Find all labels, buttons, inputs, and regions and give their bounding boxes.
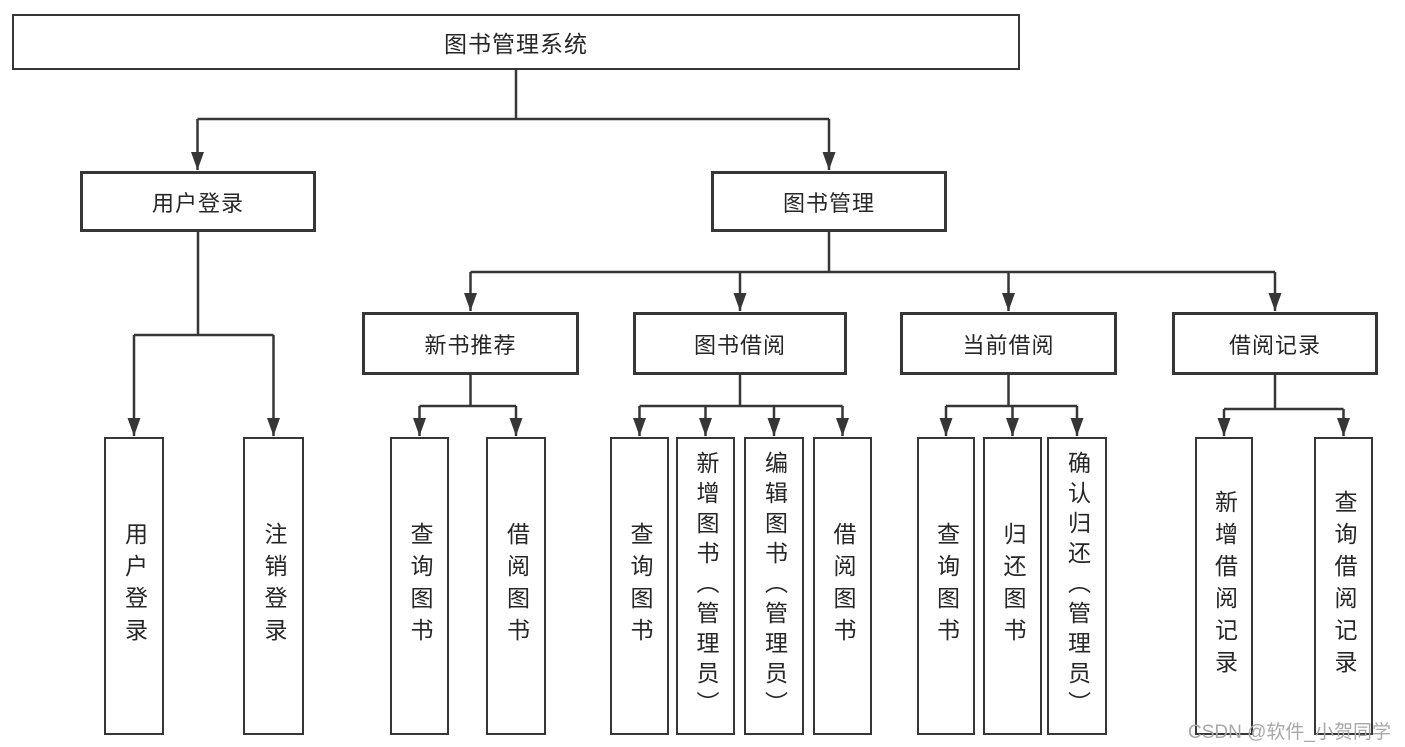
node-label: 用户登录 [151,190,244,216]
leaf-label: 新增图书（管理员） [693,451,719,721]
leaf-borrow-books-recommend: 借阅图书 [486,437,546,735]
leaf-label: 新增借阅记录 [1211,490,1238,682]
leaf-label: 用户登录 [121,522,148,650]
leaf-borrow-books: 借阅图书 [813,437,872,735]
leaf-label: 借阅图书 [830,522,856,650]
leaf-label: 查询借阅记录 [1331,490,1357,682]
connector-borrow-records-to-leaves [1217,375,1350,436]
connector-root-to-level2 [191,70,836,170]
node-book-management: 图书管理 [711,171,947,232]
node-book-borrowing: 图书借阅 [633,312,847,375]
leaf-label: 归还图书 [1000,522,1026,650]
connector-new-book-to-leaves [413,375,523,436]
connector-book-borrow-to-leaves [633,375,849,436]
leaf-add-books-admin: 新增图书（管理员） [676,437,735,735]
node-new-book-recommend: 新书推荐 [362,312,579,375]
connector-current-borrow-to-leaves [939,375,1084,436]
node-borrow-records: 借阅记录 [1172,312,1378,375]
node-label: 图书管理 [782,190,875,216]
leaf-query-borrow-record: 查询借阅记录 [1314,437,1373,735]
leaf-query-books-recommend: 查询图书 [390,437,449,735]
node-user-login: 用户登录 [80,171,316,232]
connector-book-mgmt-to-level3 [464,232,1282,311]
node-current-borrowing: 当前借阅 [900,312,1117,375]
node-label: 图书借阅 [693,332,786,358]
leaf-label: 查询图书 [407,522,433,650]
leaf-query-books-borrowing: 查询图书 [610,437,669,735]
node-root-label: 图书管理系统 [444,31,588,57]
leaf-user-login: 用户登录 [104,437,164,735]
node-label: 借阅记录 [1228,332,1321,358]
leaf-label: 注销登录 [261,522,287,650]
leaf-query-books-current: 查询图书 [917,437,975,735]
leaf-logout: 注销登录 [243,437,304,735]
csdn-watermark: CSDN @软件_小贺同学 [1188,722,1391,743]
leaf-label: 确认归还（管理员） [1064,451,1091,721]
leaf-label: 查询图书 [933,522,960,650]
node-root-system: 图书管理系统 [12,14,1020,70]
leaf-label: 编辑图书（管理员） [761,451,788,721]
node-label: 当前借阅 [962,332,1055,358]
leaf-label: 查询图书 [627,522,653,650]
node-label: 新书推荐 [424,332,517,358]
leaf-confirm-return-admin: 确认归还（管理员） [1047,437,1107,735]
leaf-add-borrow-record: 新增借阅记录 [1195,437,1253,735]
connector-user-login-to-leaves [127,232,280,436]
leaf-label: 借阅图书 [503,522,530,650]
leaf-return-books: 归还图书 [983,437,1042,735]
leaf-edit-books-admin: 编辑图书（管理员） [744,437,804,735]
